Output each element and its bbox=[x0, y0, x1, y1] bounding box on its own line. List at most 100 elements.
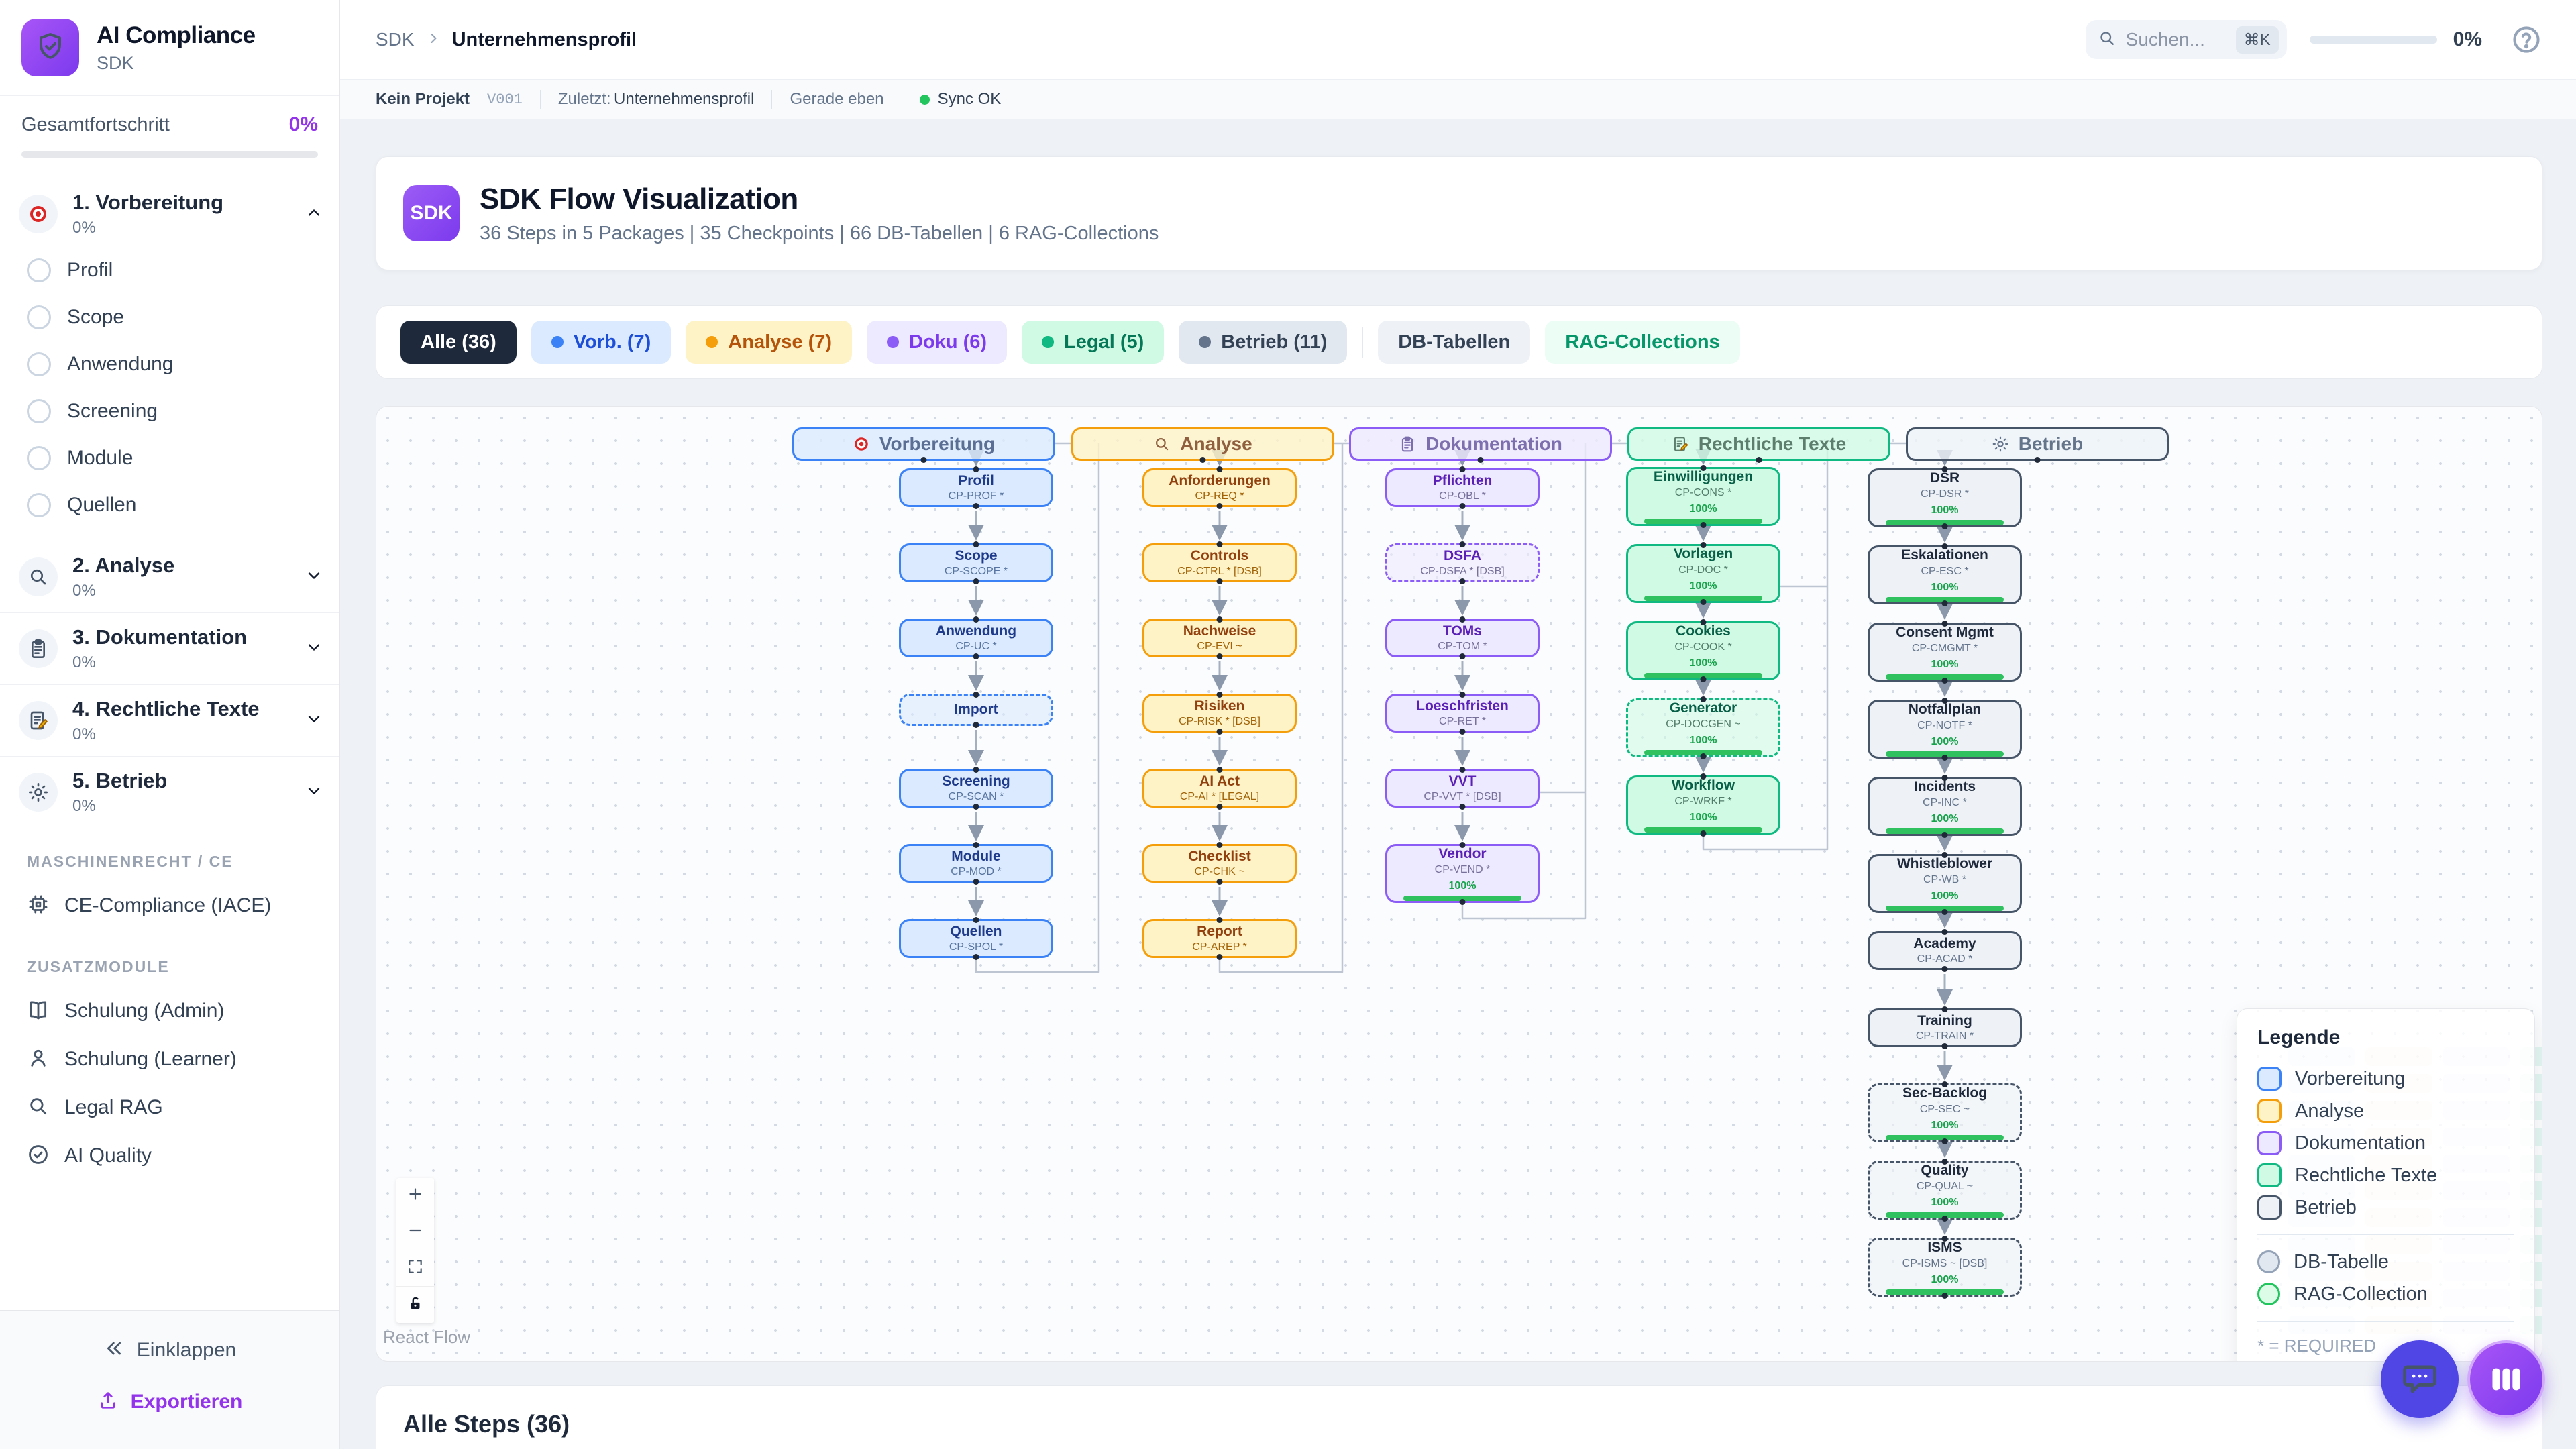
chevron-down-icon[interactable] bbox=[305, 566, 323, 588]
sidebar-item-anwendung[interactable]: Anwendung bbox=[19, 341, 323, 388]
sidebar-item-quellen[interactable]: Quellen bbox=[19, 482, 323, 529]
flow-canvas[interactable]: Legende Vorbereitung Analyse Dokumentati… bbox=[376, 406, 2542, 1362]
help-button[interactable] bbox=[2510, 23, 2542, 56]
sidebar-item-ai-quality[interactable]: AI Quality bbox=[0, 1132, 339, 1180]
app-subtitle: SDK bbox=[97, 52, 134, 73]
check-circle-icon bbox=[27, 1143, 50, 1169]
legend-circle-icon bbox=[2257, 1250, 2280, 1273]
collapse-button[interactable]: Einklappen bbox=[103, 1338, 236, 1362]
sidebar-item-legal-rag[interactable]: Legal RAG bbox=[0, 1083, 339, 1132]
chevron-down-icon[interactable] bbox=[305, 638, 323, 660]
filter-chip-vorb[interactable]: Vorb. (7) bbox=[531, 321, 672, 364]
zoom-out-button[interactable] bbox=[396, 1214, 434, 1250]
package-header-analyse[interactable]: Analyse bbox=[1071, 427, 1334, 461]
filter-chip-legal[interactable]: Legal (5) bbox=[1022, 321, 1165, 364]
package-row[interactable]: 5. Betrieb 0% bbox=[19, 769, 323, 816]
upload-icon bbox=[97, 1389, 119, 1414]
legend-swatch-icon bbox=[2257, 1195, 2282, 1220]
package-row[interactable]: 4. Rechtliche Texte 0% bbox=[19, 697, 323, 744]
overall-progress-bar bbox=[21, 151, 318, 158]
target-icon bbox=[19, 195, 58, 233]
package-header-vorb[interactable]: Vorbereitung bbox=[792, 427, 1055, 461]
export-button[interactable]: Exportieren bbox=[97, 1389, 242, 1414]
chevron-up-icon[interactable] bbox=[305, 203, 323, 225]
package-header-doku[interactable]: Dokumentation bbox=[1349, 427, 1612, 461]
fit-view-button[interactable] bbox=[396, 1250, 434, 1287]
filter-chip-doku[interactable]: Doku (6) bbox=[867, 321, 1008, 364]
package-header-legal[interactable]: Rechtliche Texte bbox=[1627, 427, 1890, 461]
sidebar-item-ce-compliance-iace-[interactable]: CE-Compliance (IACE) bbox=[0, 881, 339, 930]
clipboard-icon bbox=[19, 629, 58, 668]
package-row[interactable]: 2. Analyse 0% bbox=[19, 553, 323, 600]
sidebar-item-schulung-admin-[interactable]: Schulung (Admin) bbox=[0, 987, 339, 1035]
lock-button[interactable] bbox=[396, 1287, 434, 1323]
chevron-down-icon[interactable] bbox=[305, 782, 323, 804]
magnifier-icon bbox=[1153, 435, 1171, 453]
filter-chip-betrieb[interactable]: Betrieb (11) bbox=[1179, 321, 1348, 364]
node-progress-bar bbox=[1644, 672, 1762, 678]
sidebar-item-module[interactable]: Module bbox=[19, 435, 323, 482]
search-box[interactable]: ⌘K bbox=[2085, 20, 2287, 59]
package-row[interactable]: 1. Vorbereitung 0% bbox=[19, 191, 323, 237]
filter-chip-analyse[interactable]: Analyse (7) bbox=[686, 321, 853, 364]
node-progress-bar bbox=[1644, 518, 1762, 524]
topbar: SDK Unternehmensprofil ⌘K 0% bbox=[340, 0, 2576, 79]
legend-swatch-icon bbox=[2257, 1067, 2282, 1091]
sidebar-item-screening[interactable]: Screening bbox=[19, 388, 323, 435]
columns-fab-button[interactable] bbox=[2467, 1340, 2545, 1418]
sidebar-item-schulung-learner-[interactable]: Schulung (Learner) bbox=[0, 1035, 339, 1083]
sidebar-item-profil[interactable]: Profil bbox=[19, 247, 323, 294]
flow-node-import[interactable]: Import bbox=[899, 694, 1053, 726]
node-progress-bar bbox=[1886, 519, 2004, 525]
filter-chip-db[interactable]: DB-Tabellen bbox=[1378, 321, 1531, 364]
sidebar-item-scope[interactable]: Scope bbox=[19, 294, 323, 341]
sidebar-packages: 1. Vorbereitung 0% Profil Scope Anwendun… bbox=[0, 178, 339, 828]
node-progress-value: 100% bbox=[1689, 734, 1717, 746]
chat-fab-button[interactable] bbox=[2381, 1340, 2459, 1418]
zoom-in-button[interactable] bbox=[396, 1178, 434, 1214]
search-input[interactable] bbox=[2125, 29, 2220, 50]
filter-chip-rag[interactable]: RAG-Collections bbox=[1545, 321, 1740, 364]
chevron-down-icon[interactable] bbox=[305, 710, 323, 732]
filter-chip-all[interactable]: Alle (36) bbox=[400, 321, 517, 364]
package-row[interactable]: 3. Dokumentation 0% bbox=[19, 625, 323, 672]
breadcrumb-sdk[interactable]: SDK bbox=[376, 29, 415, 50]
node-progress-value: 100% bbox=[1689, 502, 1717, 515]
package-header-betrieb[interactable]: Betrieb bbox=[1906, 427, 2169, 461]
